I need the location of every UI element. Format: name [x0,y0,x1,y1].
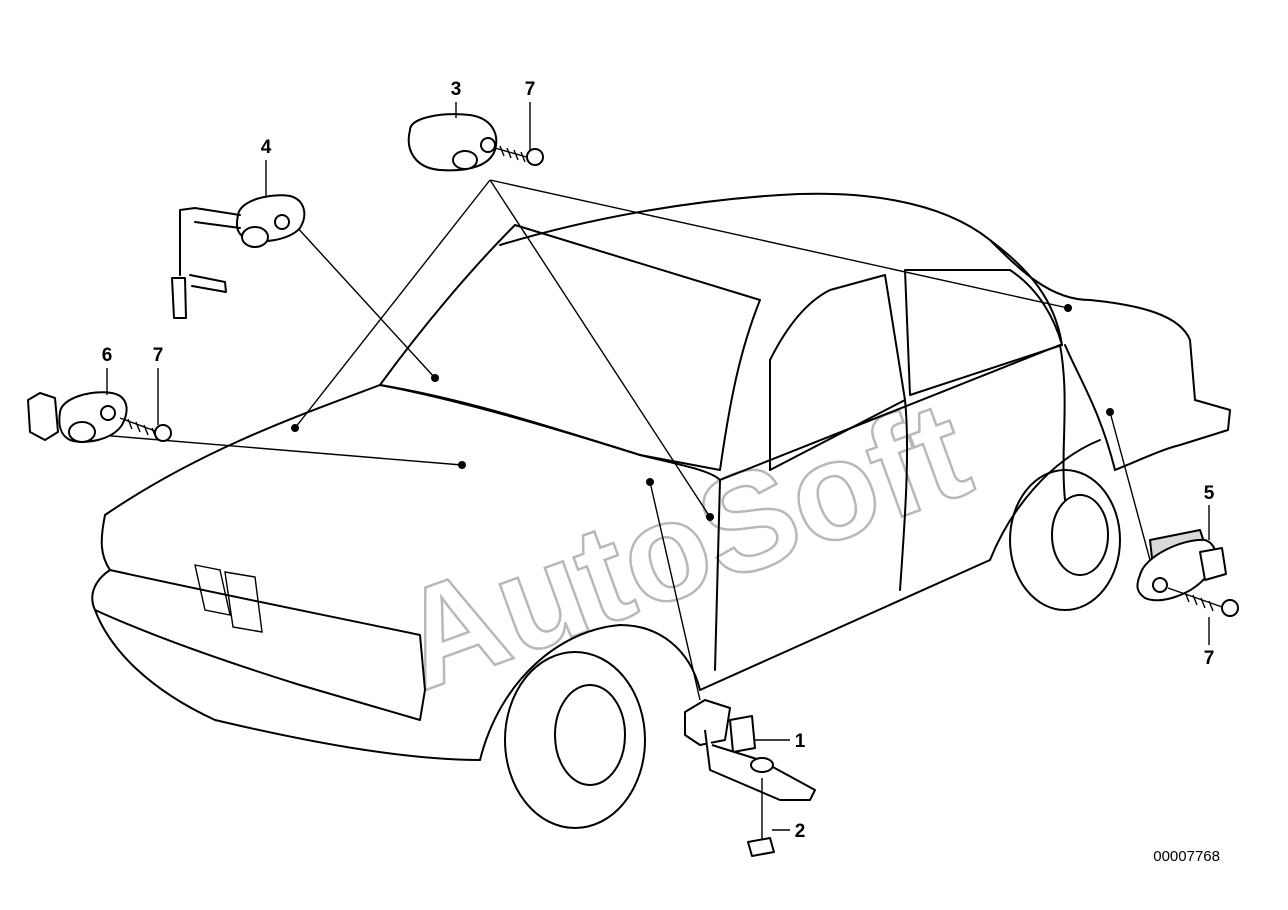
callout-7-right: 7 [1204,648,1215,669]
bolt [747,778,775,857]
callout-3: 3 [451,79,462,100]
callout-1: 1 [795,731,806,752]
door-contact-switch-right [1136,529,1227,602]
door-contact-switch-left [27,391,128,443]
callout-4: 4 [261,137,272,158]
screw-right [1167,587,1239,617]
callout-leaders [106,102,1210,831]
leader-lines [99,179,1151,701]
document-number: 00007768 [1153,848,1220,865]
car-outline [91,192,1231,829]
hood-contact-switch-bracket [684,699,816,801]
callout-6: 6 [102,345,113,366]
door-contact-switch-top [407,113,498,172]
screw-left [119,417,172,442]
screw-top [494,145,544,166]
callout-2: 2 [795,821,806,842]
callout-7-left: 7 [153,345,164,366]
callout-7-top: 7 [525,79,536,100]
door-contact-switch-with-wire [171,194,306,319]
watermark: AutoSoft [379,370,988,720]
callout-5: 5 [1204,483,1215,504]
